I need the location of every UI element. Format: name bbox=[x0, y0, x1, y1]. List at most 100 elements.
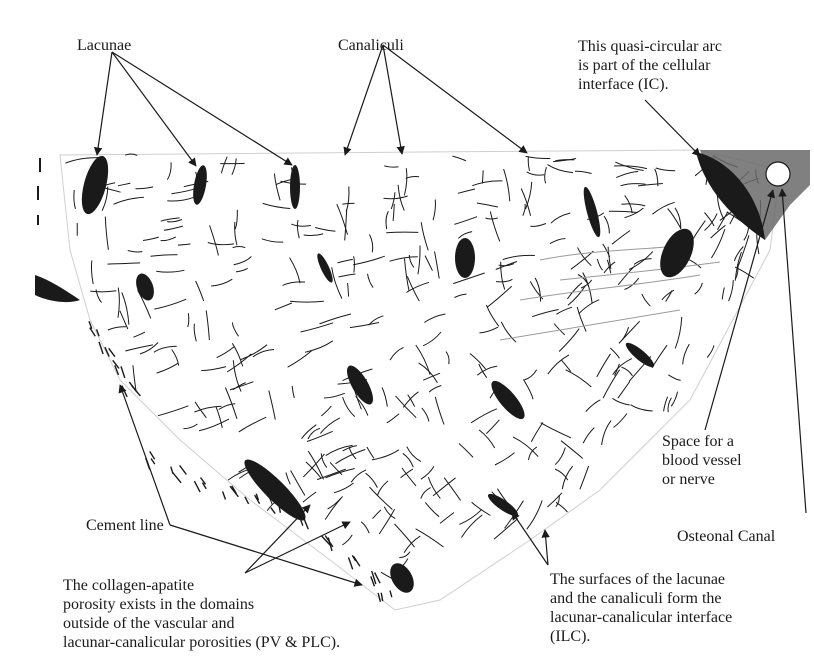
canaliculus-stroke bbox=[401, 469, 413, 478]
label-collagen-line4: lacunar-canalicular porosities (PV & PLC… bbox=[63, 633, 340, 652]
canaliculus-stroke bbox=[496, 279, 512, 282]
canaliculus-stroke bbox=[232, 322, 238, 336]
canaliculus-stroke bbox=[711, 225, 726, 238]
cement-line-stroke bbox=[306, 523, 309, 530]
canaliculus-stroke bbox=[379, 509, 394, 534]
canaliculus-stroke bbox=[707, 345, 714, 357]
canaliculus-stroke bbox=[531, 423, 543, 442]
canaliculus-stroke bbox=[555, 448, 565, 465]
canaliculus-stroke bbox=[652, 345, 667, 368]
canaliculus-stroke bbox=[232, 158, 236, 174]
canaliculus-stroke bbox=[236, 268, 248, 272]
canaliculus-stroke bbox=[668, 209, 681, 229]
cement-line-stroke bbox=[194, 481, 200, 492]
canaliculus-stroke bbox=[367, 447, 374, 458]
canaliculus-stroke bbox=[458, 189, 475, 193]
label-collagen-line1: The collagen-apatite bbox=[63, 576, 194, 595]
canaliculus-stroke bbox=[634, 259, 652, 265]
canaliculus-stroke bbox=[390, 257, 418, 261]
canaliculus-stroke bbox=[459, 509, 482, 524]
canaliculus-stroke bbox=[377, 481, 388, 496]
canaliculus-stroke bbox=[729, 280, 734, 301]
canaliculus-stroke bbox=[675, 317, 682, 349]
canaliculus-stroke bbox=[221, 157, 227, 174]
detached-lacuna-fragment bbox=[35, 275, 80, 302]
canaliculus-stroke bbox=[556, 307, 572, 314]
canaliculus-stroke bbox=[609, 211, 638, 212]
canaliculus-stroke bbox=[384, 196, 408, 199]
cement-line-stroke bbox=[180, 465, 187, 474]
canaliculus-stroke bbox=[526, 182, 532, 209]
canaliculus-stroke bbox=[122, 292, 129, 324]
canaliculi-arrow bbox=[383, 45, 527, 153]
canaliculus-stroke bbox=[618, 382, 630, 399]
canaliculus-stroke bbox=[140, 343, 158, 355]
canaliculus-stroke bbox=[384, 166, 398, 167]
ilc-arrow bbox=[545, 530, 548, 565]
canaliculus-stroke bbox=[619, 321, 640, 343]
canaliculus-stroke bbox=[421, 488, 431, 499]
canaliculus-stroke bbox=[118, 288, 119, 318]
canaliculus-stroke bbox=[462, 515, 483, 538]
canaliculus-stroke bbox=[555, 469, 568, 480]
canaliculus-stroke bbox=[151, 255, 178, 257]
canaliculus-stroke bbox=[167, 220, 182, 222]
canaliculus-stroke bbox=[382, 388, 387, 407]
canaliculus-stroke bbox=[423, 332, 441, 346]
canaliculus-stroke bbox=[136, 187, 154, 189]
canaliculus-stroke bbox=[350, 323, 379, 328]
label-ic-line3: interface (IC). bbox=[578, 75, 669, 94]
canaliculus-stroke bbox=[526, 156, 551, 158]
canaliculus-stroke bbox=[386, 232, 418, 233]
canaliculus-stroke bbox=[387, 414, 399, 423]
canaliculus-stroke bbox=[603, 370, 620, 398]
canaliculus-stroke bbox=[301, 323, 334, 332]
blood-vessel-space bbox=[766, 162, 790, 186]
canaliculus-stroke bbox=[471, 409, 497, 423]
cement-line-stroke bbox=[223, 492, 226, 500]
canaliculus-stroke bbox=[217, 346, 235, 357]
canaliculus-stroke bbox=[666, 290, 673, 301]
label-collagen-line2: porosity exists in the domains bbox=[63, 595, 254, 614]
ic-arrow bbox=[645, 100, 700, 156]
canaliculus-stroke bbox=[348, 283, 349, 297]
canaliculus-stroke bbox=[210, 225, 219, 255]
canaliculus-stroke bbox=[425, 502, 439, 516]
canaliculus-stroke bbox=[188, 313, 189, 327]
canaliculus-stroke bbox=[183, 424, 197, 429]
canaliculus-stroke bbox=[346, 187, 349, 212]
canaliculus-stroke bbox=[158, 406, 188, 416]
canaliculus-stroke bbox=[664, 397, 668, 412]
canaliculus-stroke bbox=[390, 347, 404, 360]
canaliculus-stroke bbox=[275, 303, 292, 310]
canaliculus-stroke bbox=[418, 246, 420, 275]
canaliculus-stroke bbox=[530, 224, 546, 227]
canaliculus-stroke bbox=[421, 222, 428, 250]
canaliculus-stroke bbox=[419, 363, 438, 383]
canaliculus-stroke bbox=[118, 183, 130, 186]
canaliculus-stroke bbox=[156, 270, 184, 272]
canaliculus-stroke bbox=[452, 156, 466, 161]
canaliculus-stroke bbox=[133, 332, 145, 337]
cement-line-stroke bbox=[349, 557, 353, 569]
canaliculus-stroke bbox=[201, 367, 226, 371]
canaliculus-stroke bbox=[625, 208, 644, 218]
lacuna bbox=[653, 224, 700, 283]
canaliculus-stroke bbox=[305, 341, 333, 353]
canaliculus-stroke bbox=[472, 181, 502, 186]
canaliculus-stroke bbox=[433, 200, 435, 221]
canaliculus-stroke bbox=[370, 235, 373, 253]
canaliculus-stroke bbox=[486, 305, 498, 326]
canaliculus-stroke bbox=[486, 420, 499, 434]
label-canaliculi: Canaliculi bbox=[338, 36, 404, 55]
canaliculus-stroke bbox=[586, 400, 601, 412]
canaliculus-stroke bbox=[513, 437, 538, 457]
lacunae-arrow bbox=[112, 52, 292, 165]
canaliculi-arrow bbox=[345, 45, 383, 155]
canaliculus-stroke bbox=[393, 204, 394, 221]
canaliculus-stroke bbox=[551, 213, 570, 223]
canaliculus-stroke bbox=[315, 228, 335, 232]
lacuna bbox=[580, 186, 603, 239]
canaliculus-stroke bbox=[74, 190, 76, 209]
